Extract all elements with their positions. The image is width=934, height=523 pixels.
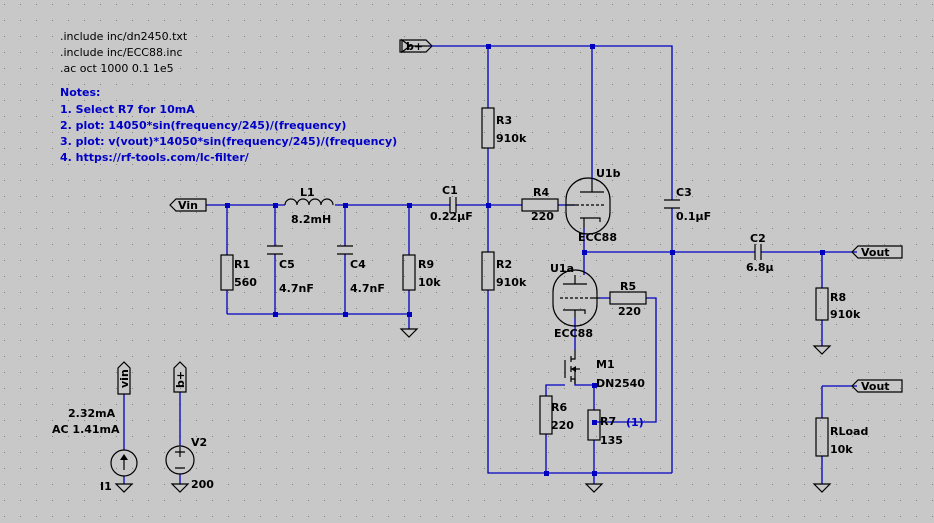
r1-value: 560 xyxy=(234,276,257,289)
r5-name: R5 xyxy=(620,280,636,293)
resistor-r6[interactable]: R6 220 xyxy=(539,395,574,435)
note-line-3: 3. plot: v(vout)*14050*sin(frequency/245… xyxy=(60,135,397,148)
net-label-bplus: b+ xyxy=(406,40,423,53)
i1-value: 2.32mA xyxy=(68,407,116,420)
c2-value: 6.8µ xyxy=(746,261,774,274)
resistor-r5[interactable]: R5 220 xyxy=(609,280,647,318)
r2-value: 910k xyxy=(496,276,527,289)
r6-name: R6 xyxy=(551,401,567,414)
u1b-name: U1b xyxy=(596,167,621,180)
r9-value: 10k xyxy=(418,276,441,289)
directive-include-dn2450[interactable]: .include inc/dn2450.txt xyxy=(60,30,188,43)
current-source-i1[interactable]: 2.32mA AC 1.41mA I1 xyxy=(52,407,138,493)
junctions xyxy=(225,44,825,476)
r5-value: 220 xyxy=(618,305,641,318)
capacitor-c4[interactable]: C4 4.7nF xyxy=(337,245,385,295)
resistor-r7[interactable]: R7 135 (1) xyxy=(587,409,644,447)
resistor-r1[interactable]: R1 560 xyxy=(220,254,257,291)
spice-directives[interactable]: .include inc/dn2450.txt .include inc/ECC… xyxy=(60,30,188,75)
c4-name: C4 xyxy=(350,258,366,271)
i1-ac-value: AC 1.41mA xyxy=(52,423,120,436)
note-line-1: 1. Select R7 for 10mA xyxy=(60,103,195,116)
note-line-4: 4. https://rf-tools.com/lc-filter/ xyxy=(60,151,250,164)
wires[interactable] xyxy=(123,45,857,484)
resistor-rload[interactable]: RLoad 10k xyxy=(815,417,868,457)
net-flag-vin-source[interactable]: vin xyxy=(117,361,131,395)
note-line-2: 2. plot: 14050*sin(frequency/245)/(frequ… xyxy=(60,119,346,132)
mosfet-m1[interactable]: M1 DN2540 xyxy=(564,350,645,390)
r3-value: 910k xyxy=(496,132,527,145)
r4-value: 220 xyxy=(531,210,554,223)
rload-value: 10k xyxy=(830,443,853,456)
u1a-name: U1a xyxy=(550,262,574,275)
c2-name: C2 xyxy=(750,232,766,245)
v2-name: V2 xyxy=(191,436,207,449)
net-label-vin-source: vin xyxy=(118,369,131,388)
ground-icon xyxy=(114,483,134,493)
ground-icon xyxy=(812,483,832,493)
c3-value: 0.1µF xyxy=(676,210,711,223)
r4-name: R4 xyxy=(533,186,549,199)
directive-include-ecc88[interactable]: .include inc/ECC88.inc xyxy=(60,46,183,59)
i1-name: I1 xyxy=(100,480,112,493)
directive-ac-analysis[interactable]: .ac oct 1000 0.1 1e5 xyxy=(60,62,174,75)
v2-value: 200 xyxy=(191,478,214,491)
r7-annotation: (1) xyxy=(626,416,644,429)
voltage-source-v2[interactable]: V2 200 xyxy=(165,436,214,491)
r9-name: R9 xyxy=(418,258,434,271)
resistor-r4[interactable]: R4 220 xyxy=(521,186,559,223)
net-label-bplus-source: b+ xyxy=(174,371,187,388)
r3-name: R3 xyxy=(496,114,512,127)
net-flag-vout-bottom[interactable]: Vout xyxy=(851,379,903,393)
notes-block[interactable]: Notes: 1. Select R7 for 10mA 2. plot: 14… xyxy=(60,86,397,164)
c1-value: 0.22µF xyxy=(430,210,473,223)
r8-name: R8 xyxy=(830,291,846,304)
c5-value: 4.7nF xyxy=(279,282,314,295)
net-label-vin: Vin xyxy=(178,199,198,212)
net-flag-bplus[interactable]: b+ xyxy=(399,38,433,54)
c4-value: 4.7nF xyxy=(350,282,385,295)
c3-name: C3 xyxy=(676,186,692,199)
m1-name: M1 xyxy=(596,358,615,371)
r7-value: 135 xyxy=(600,434,623,447)
r2-name: R2 xyxy=(496,258,512,271)
r8-value: 910k xyxy=(830,308,861,321)
c1-name: C1 xyxy=(442,184,458,197)
r1-name: R1 xyxy=(234,258,250,271)
ground-symbols xyxy=(114,328,832,493)
triode-u1b[interactable]: U1b ECC88 xyxy=(565,167,621,244)
net-flag-vin[interactable]: Vin xyxy=(169,198,207,212)
net-label-vout-bottom: Vout xyxy=(861,380,890,393)
u1a-value: ECC88 xyxy=(554,327,593,340)
net-label-vout-top: Vout xyxy=(861,246,890,259)
rload-name: RLoad xyxy=(830,425,868,438)
c5-name: C5 xyxy=(279,258,295,271)
notes-title: Notes: xyxy=(60,86,100,99)
ground-icon xyxy=(170,483,190,493)
r6-value: 220 xyxy=(551,419,574,432)
capacitor-c5[interactable]: C5 4.7nF xyxy=(267,245,314,295)
net-flag-bplus-source[interactable]: b+ xyxy=(173,361,187,393)
capacitor-c1[interactable]: C1 0.22µF xyxy=(430,184,473,223)
resistor-r8[interactable]: R8 910k xyxy=(815,287,861,321)
ground-icon xyxy=(399,328,419,338)
triode-u1a[interactable]: U1a ECC88 xyxy=(550,262,600,340)
resistor-r3[interactable]: R3 910k xyxy=(481,107,527,149)
inductor-l1[interactable]: L1 8.2mH xyxy=(284,186,335,226)
capacitor-c2[interactable]: C2 6.8µ xyxy=(746,232,774,274)
l1-value: 8.2mH xyxy=(291,213,331,226)
ground-icon xyxy=(812,345,832,355)
capacitor-c3[interactable]: C3 0.1µF xyxy=(664,186,711,223)
u1b-value: ECC88 xyxy=(578,231,617,244)
r7-name: R7 xyxy=(600,415,616,428)
l1-name: L1 xyxy=(300,186,315,199)
ground-icon xyxy=(584,483,604,493)
resistor-r9[interactable]: R9 10k xyxy=(402,254,441,291)
resistor-r2[interactable]: R2 910k xyxy=(481,251,527,291)
net-flag-vout-top[interactable]: Vout xyxy=(851,245,903,259)
m1-value: DN2540 xyxy=(596,377,645,390)
